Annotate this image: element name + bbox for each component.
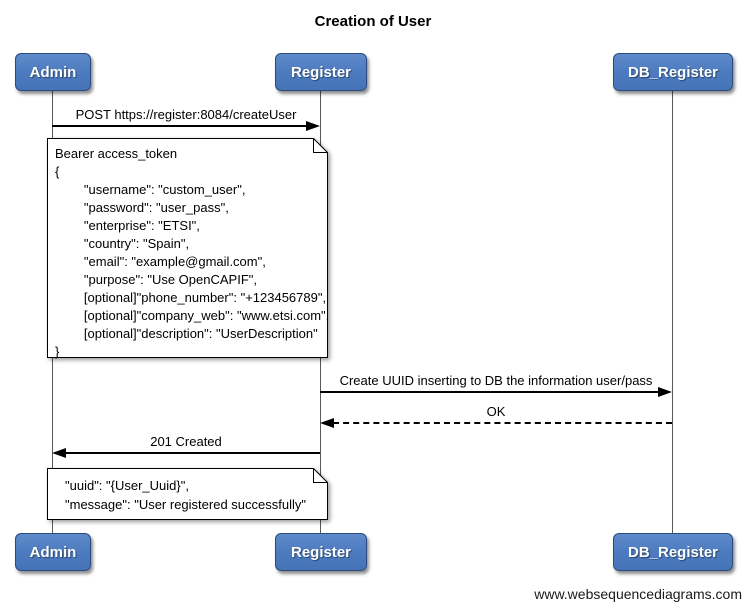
actor-label-register-top: Register <box>290 63 352 81</box>
arrowhead-left-icon <box>320 418 334 428</box>
arrowhead-left-icon <box>52 448 66 458</box>
actor-box-db-register-bottom: DB_Register <box>613 533 733 571</box>
note-shape <box>47 138 328 358</box>
message-4-label: 201 Created <box>150 434 222 449</box>
message-2-line <box>320 391 660 393</box>
note-shape <box>47 468 328 520</box>
diagram-title: Creation of User <box>314 13 432 30</box>
actor-box-admin-top: Admin <box>15 53 91 91</box>
message-1-label: POST https://register:8084/createUser <box>75 107 297 122</box>
arrowhead-right-icon <box>306 121 320 131</box>
message-2-label: Create UUID inserting to DB the informat… <box>339 373 653 388</box>
note-response-body: "uuid": "{User_Uuid}", "message": "User … <box>47 468 328 520</box>
lifeline-db-register <box>672 91 673 533</box>
actor-label-admin-top: Admin <box>29 63 77 81</box>
note-response-body-text: "uuid": "{User_Uuid}", "message": "User … <box>65 478 306 512</box>
note-fold-icon <box>313 138 328 153</box>
actor-label-admin-bottom: Admin <box>29 543 77 561</box>
message-4-line <box>65 452 320 454</box>
actor-box-admin-bottom: Admin <box>15 533 91 571</box>
note-fold-icon <box>313 468 328 483</box>
watermark-websequencediagrams: www.websequencediagrams.com <box>534 586 742 602</box>
note-request-body: Bearer access_token { "username": "custo… <box>47 138 330 359</box>
message-3-label: OK <box>486 404 506 419</box>
message-3-line <box>333 422 672 424</box>
actor-label-db-register-bottom: DB_Register <box>627 543 719 561</box>
arrowhead-right-icon <box>658 387 672 397</box>
message-1-line <box>52 125 308 127</box>
actor-label-db-register-top: DB_Register <box>627 63 719 81</box>
note-request-body-text: Bearer access_token { "username": "custo… <box>55 146 330 359</box>
actor-box-register-top: Register <box>275 53 367 91</box>
actor-box-register-bottom: Register <box>275 533 367 571</box>
actor-label-register-bottom: Register <box>290 543 352 561</box>
actor-box-db-register-top: DB_Register <box>613 53 733 91</box>
